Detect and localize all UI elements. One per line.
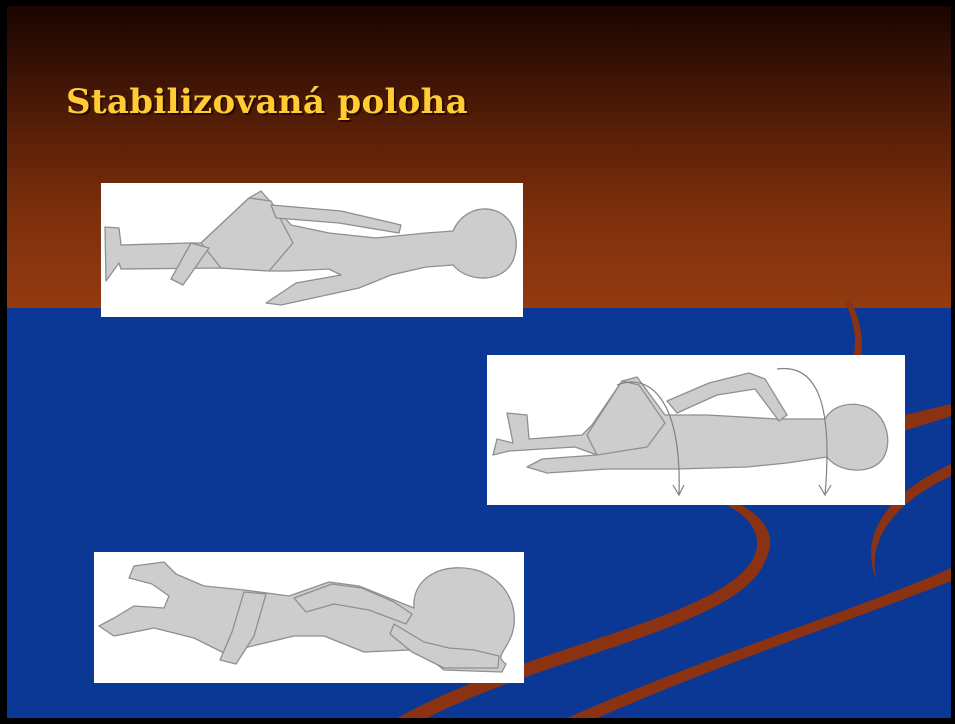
rolling-person-icon — [487, 355, 905, 505]
slide-title: Stabilizovaná poloha — [66, 82, 468, 122]
slide: Stabilizovaná poloha — [7, 6, 951, 718]
figure-step-2 — [487, 355, 905, 505]
figure-step-1 — [101, 183, 523, 317]
figure-step-3 — [94, 552, 524, 683]
supine-person-icon — [101, 183, 523, 317]
recovery-position-person-icon — [94, 552, 524, 683]
